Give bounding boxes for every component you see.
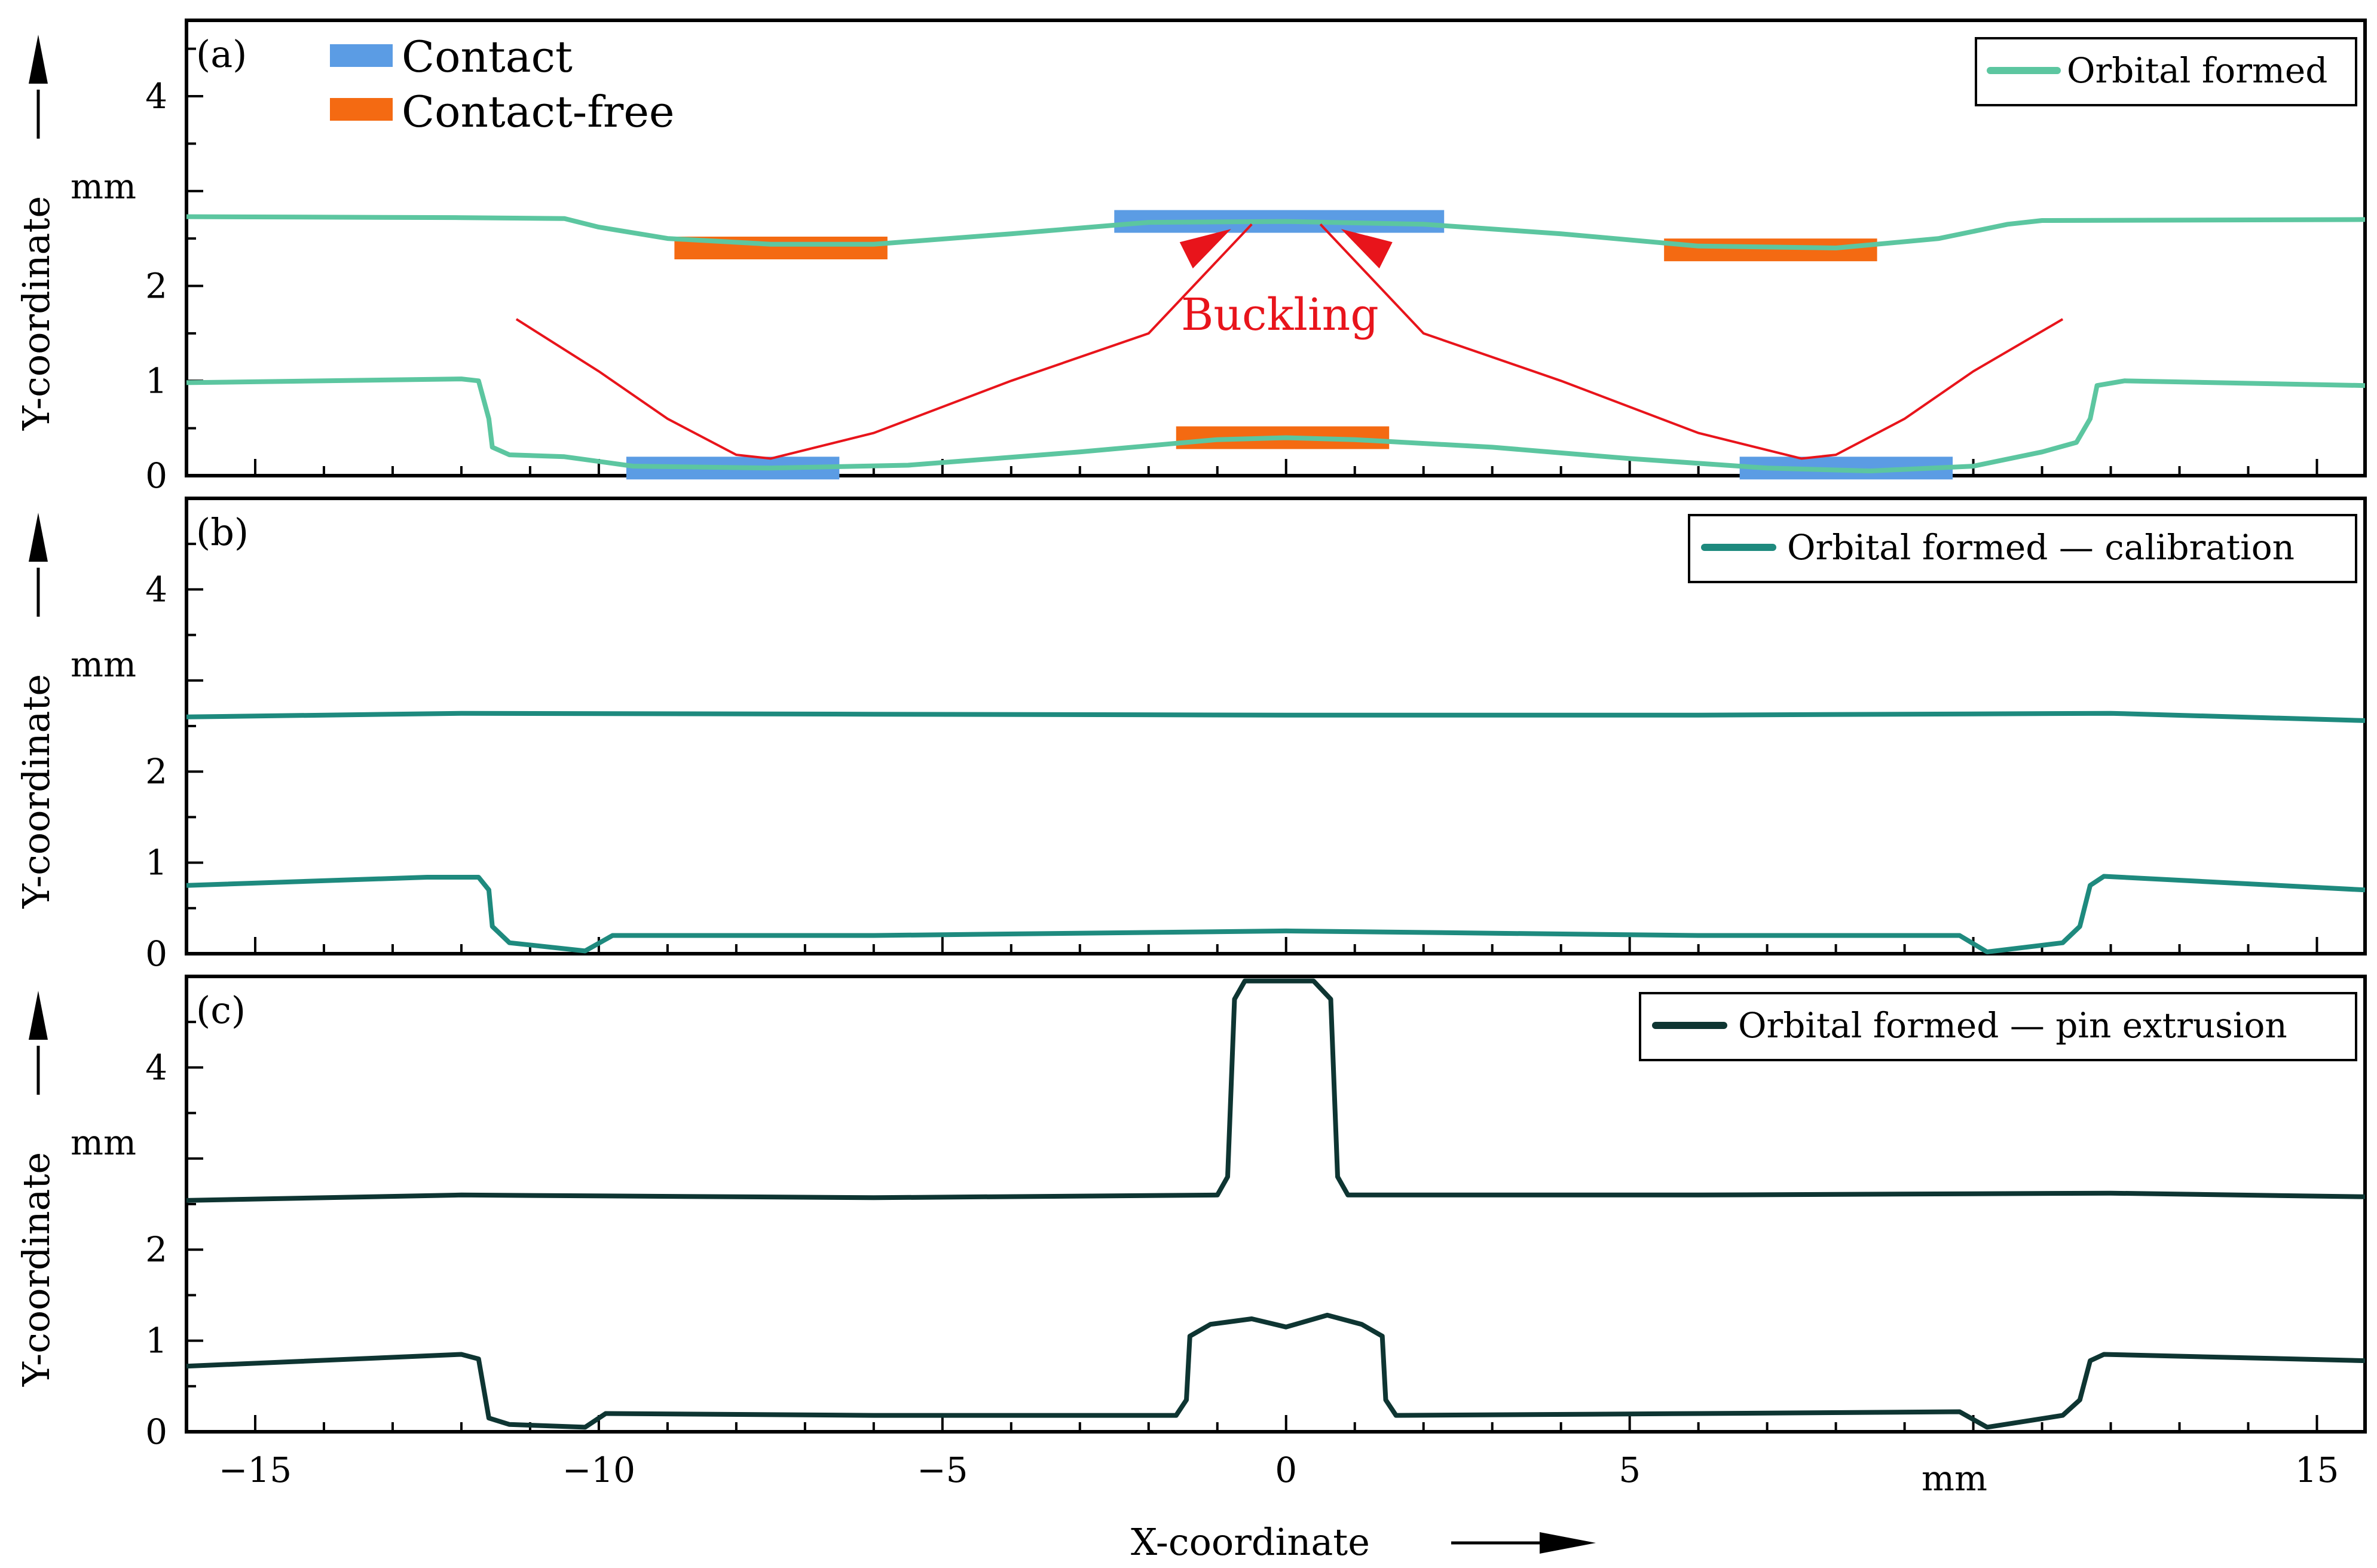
panel-a-label: (a): [196, 32, 247, 76]
buckling-arrowhead-left: [1179, 229, 1231, 269]
legend-b-box: [1688, 514, 2357, 583]
legend-c-label: Orbital formed — pin extrusion: [1738, 1005, 2287, 1046]
x-tick-label: −5: [917, 1450, 968, 1490]
panel-c-label: (c): [196, 988, 246, 1032]
y-axis-arrowhead-b: [29, 513, 48, 562]
legend-c-box: [1639, 992, 2357, 1061]
legend-b: Orbital formed — calibration: [1688, 514, 2357, 583]
series-line-b-1: [186, 874, 2366, 954]
y-tick-label-c: 2: [145, 1229, 167, 1270]
x-tick-label: 5: [1619, 1450, 1641, 1490]
panel-a-frame: [185, 19, 2367, 477]
y-tick-label-a: 4: [145, 76, 167, 117]
buckling-curve-left: [515, 223, 1253, 460]
marker-contact-free: [1664, 238, 1877, 262]
legend-swatch-contact: [330, 44, 393, 67]
legend-a: Orbital formed: [1975, 37, 2357, 106]
y-tick-label-a: 0: [145, 455, 167, 496]
legend-c: Orbital formed — pin extrusion: [1639, 992, 2357, 1061]
y-axis-title-a: Y-coordinate mm: [14, 35, 136, 431]
buckling-annotation: Buckling: [1181, 289, 1379, 341]
series-line-c-0: [186, 978, 2366, 1203]
y-axis-label-c: Y-coordinate: [14, 1152, 58, 1387]
panel-a-content: 0 1 2 4: [145, 47, 2366, 496]
x-tick-label: 0: [1275, 1450, 1297, 1490]
y-axis-title-c: Y-coordinate mm: [14, 991, 136, 1387]
y-unit-c: mm: [71, 1122, 136, 1163]
x-axis-arrowhead: [1540, 1532, 1596, 1554]
y-axis-arrowhead-a: [29, 35, 48, 84]
y-tick-label-a: 1: [145, 360, 167, 401]
legend-b-label: Orbital formed — calibration: [1787, 527, 2295, 568]
panel-c-content: 0 1 2 4 −15 −10 −5 0 5 15: [145, 975, 2366, 1490]
y-tick-label-b: 0: [145, 933, 167, 974]
y-tick-label-c: 1: [145, 1321, 167, 1361]
legend-label-contact: Contact: [402, 32, 573, 82]
y-axis-arrowhead-c: [29, 991, 48, 1040]
y-tick-label-c: 0: [145, 1411, 167, 1452]
series-line-b-0: [186, 710, 2366, 723]
y-axis-title-b: Y-coordinate mm: [14, 513, 136, 909]
panel-b-content: 0 1 2 4: [145, 497, 2366, 974]
x-tick-label: −10: [562, 1450, 635, 1490]
panel-a-marker-legend: Contact Contact-free: [330, 32, 675, 137]
legend-swatch-contact-free: [330, 98, 393, 121]
y-axis-label-b: Y-coordinate: [14, 674, 58, 909]
buckling-arrowhead-right: [1341, 229, 1393, 269]
panel-b-label: (b): [196, 510, 249, 554]
y-unit-b: mm: [71, 644, 136, 685]
buckling-curve-right: [1319, 223, 2064, 460]
x-tick-label: −15: [219, 1450, 292, 1490]
legend-a-label: Orbital formed: [2067, 50, 2327, 91]
y-tick-label-b: 4: [145, 569, 167, 610]
y-tick-label-a: 2: [145, 266, 167, 307]
legend-label-contact-free: Contact-free: [402, 87, 675, 137]
series-line-a-1: [186, 376, 2366, 474]
x-axis-label: X-coordinate: [1131, 1520, 1370, 1564]
x-unit: mm: [1922, 1458, 1987, 1499]
y-axis-label-a: Y-coordinate: [14, 196, 58, 431]
series-line-a-0: [186, 214, 2366, 250]
y-tick-label-b: 1: [145, 843, 167, 883]
y-unit-a: mm: [71, 166, 136, 207]
series-line-c-1: [186, 1312, 2366, 1430]
y-tick-label-c: 4: [145, 1047, 167, 1088]
x-tick-label: 15: [2295, 1450, 2339, 1490]
y-tick-label-b: 2: [145, 751, 167, 792]
